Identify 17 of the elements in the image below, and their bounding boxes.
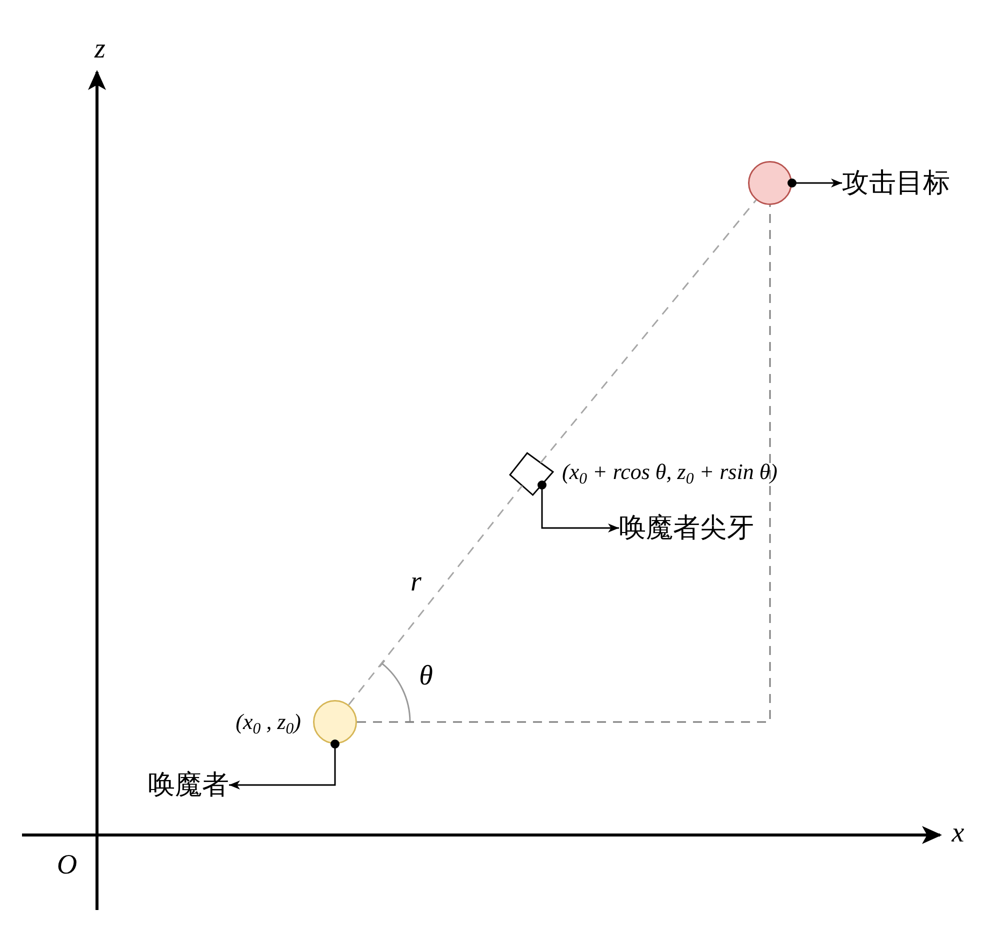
dashed-line: [357, 205, 771, 723]
distance-label: r: [410, 568, 422, 598]
coordinate-label: (x$_{0}$ , z$_{0}$): [236, 710, 301, 734]
leader-arrow: [229, 740, 340, 790]
circle-node: [748, 161, 792, 205]
dashed-line: [540, 200, 757, 464]
origin-label: O: [56, 850, 78, 882]
dashed-line: [348, 485, 523, 706]
leader-arrow: [538, 480, 619, 532]
node-label: 攻击目标: [842, 167, 950, 199]
leader-arrow: [788, 178, 842, 188]
angle-label: θ: [419, 662, 433, 692]
axis-label: x: [952, 818, 964, 850]
node-label: 唤魔者: [148, 769, 229, 801]
coordinate-label: (x$_{0}$ + rcos θ, z$_{0}$ + rsin θ): [562, 460, 778, 484]
axis-label: z: [94, 34, 106, 66]
node-label: 唤魔者尖牙: [619, 512, 754, 544]
